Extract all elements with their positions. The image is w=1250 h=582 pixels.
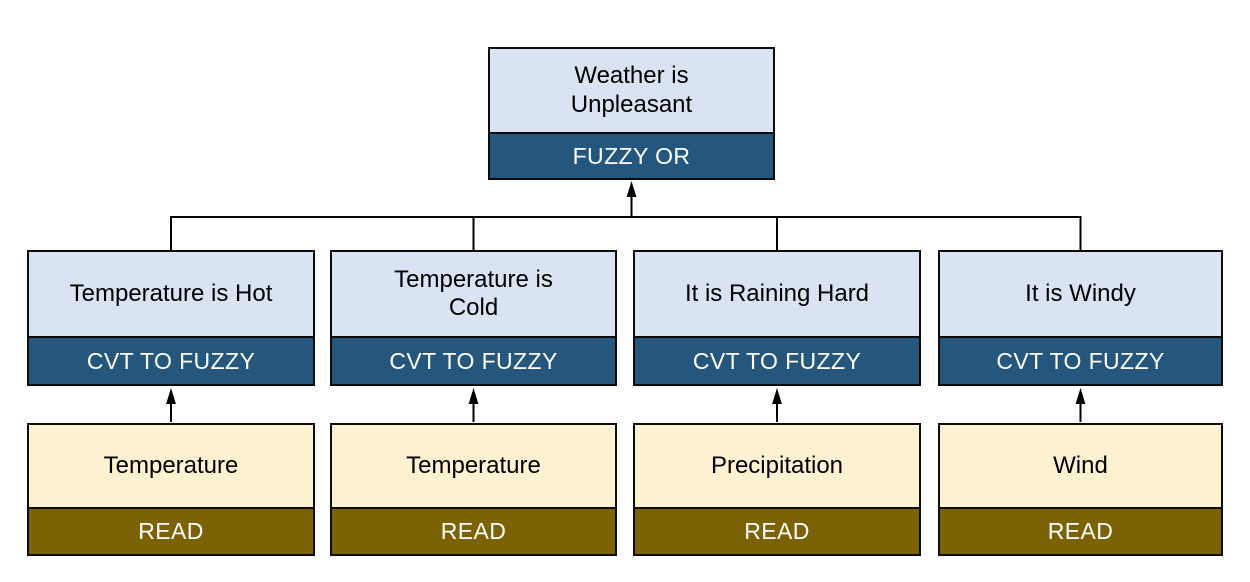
node-temperature-is-hot: Temperature is Hot CVT TO FUZZY — [27, 250, 315, 386]
node-it-is-raining-hard-operation: CVT TO FUZZY — [635, 336, 919, 384]
node-it-is-raining-hard: It is Raining Hard CVT TO FUZZY — [633, 250, 921, 386]
node-input-temperature-1-label: Temperature — [29, 425, 313, 507]
node-it-is-windy-label: It is Windy — [940, 252, 1221, 336]
node-input-wind: Wind READ — [938, 423, 1223, 556]
node-input-wind-operation: READ — [940, 507, 1221, 554]
input-arrowhead-icon-1 — [166, 388, 176, 404]
node-input-temperature-2: Temperature READ — [330, 423, 617, 556]
node-temperature-is-cold-operation: CVT TO FUZZY — [332, 336, 615, 384]
node-temperature-is-cold-label: Temperature is Cold — [332, 252, 615, 336]
connector-bus — [170, 216, 1082, 250]
node-input-temperature-1-operation: READ — [29, 507, 313, 554]
node-input-temperature-1: Temperature READ — [27, 423, 315, 556]
node-it-is-windy-operation: CVT TO FUZZY — [940, 336, 1221, 384]
node-temperature-is-hot-label: Temperature is Hot — [29, 252, 313, 336]
node-temperature-is-cold: Temperature is Cold CVT TO FUZZY — [330, 250, 617, 386]
node-weather-unpleasant: Weather is Unpleasant FUZZY OR — [488, 47, 775, 180]
node-weather-unpleasant-operation: FUZZY OR — [490, 132, 773, 178]
node-temperature-is-hot-operation: CVT TO FUZZY — [29, 336, 313, 384]
node-input-precipitation-label: Precipitation — [635, 425, 919, 507]
root-arrowhead-icon — [626, 181, 637, 197]
node-input-temperature-2-label: Temperature — [332, 425, 615, 507]
input-arrowhead-icon-4 — [1075, 388, 1086, 404]
node-input-wind-label: Wind — [940, 425, 1221, 507]
input-arrowhead-icon-3 — [772, 388, 782, 404]
node-weather-unpleasant-label: Weather is Unpleasant — [490, 49, 773, 132]
node-input-precipitation-operation: READ — [635, 507, 919, 554]
node-it-is-windy: It is Windy CVT TO FUZZY — [938, 250, 1223, 386]
input-arrowhead-icon-2 — [468, 388, 479, 404]
node-input-precipitation: Precipitation READ — [633, 423, 921, 556]
node-input-temperature-2-operation: READ — [332, 507, 615, 554]
node-it-is-raining-hard-label: It is Raining Hard — [635, 252, 919, 336]
